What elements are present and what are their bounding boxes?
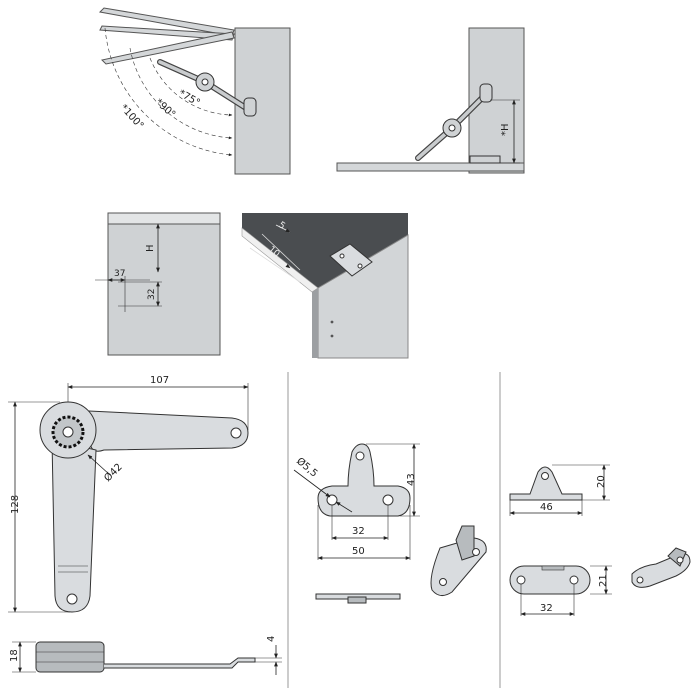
diameter-label: Ø42 bbox=[102, 461, 125, 484]
mounting-plate bbox=[243, 97, 257, 117]
diameter-leader bbox=[87, 454, 111, 476]
bracket-plate-height-label: 21 bbox=[598, 574, 609, 587]
bracket-isometric-icon bbox=[631, 547, 691, 588]
h-label: H bbox=[145, 244, 156, 252]
dim-label-small: 5 bbox=[276, 220, 286, 231]
plate-iso-hole-2 bbox=[472, 548, 480, 556]
mounting-position-view: H 37 32 bbox=[95, 212, 221, 356]
offset-label: 37 bbox=[114, 269, 125, 279]
plate-hole-left bbox=[326, 494, 338, 506]
bracket-width-label: 46 bbox=[540, 502, 553, 513]
cabinet-side-strip bbox=[312, 288, 318, 358]
plate-top-hole bbox=[355, 451, 365, 461]
arm-profile-hub bbox=[35, 641, 105, 673]
lid-closed bbox=[336, 162, 525, 172]
angle-label-100: *100° bbox=[118, 103, 146, 132]
cabinet-top-edge bbox=[107, 212, 221, 225]
lid-position-100 bbox=[98, 7, 235, 37]
closed-side-view: *H bbox=[336, 27, 525, 174]
cabinet-screw-1 bbox=[330, 320, 334, 324]
angle-label-90: *90° bbox=[153, 97, 177, 120]
arc-90 bbox=[129, 47, 233, 140]
plate-hole-right bbox=[382, 494, 394, 506]
spacing-label: 32 bbox=[147, 289, 157, 300]
plate-width-label: 50 bbox=[352, 546, 365, 557]
cabinet-face bbox=[107, 212, 221, 356]
cabinet-screw-2 bbox=[330, 334, 334, 338]
arc-100 bbox=[104, 27, 233, 157]
arm-height-label: 128 bbox=[10, 495, 21, 514]
hole-label: Ø5,5 bbox=[294, 455, 320, 479]
lid-position-75 bbox=[100, 31, 235, 65]
plate-iso-hole-1 bbox=[439, 578, 447, 586]
bracket-iso-hole-1 bbox=[636, 576, 644, 584]
hole-leader-2 bbox=[335, 501, 353, 513]
bracket-hole-b bbox=[357, 263, 363, 269]
plate-profile-boss bbox=[347, 596, 367, 604]
width-label: 107 bbox=[150, 375, 169, 386]
stay-hub-center bbox=[201, 78, 209, 86]
hole-spacing-label: 32 bbox=[352, 526, 365, 537]
perspective-view: 5 10 bbox=[241, 213, 409, 359]
bracket-body bbox=[509, 466, 583, 501]
stay-arm-drawing: 107 128 Ø42 18 4 bbox=[8, 375, 282, 675]
mounting-plate-drawing: Ø5,5 43 32 50 bbox=[293, 443, 487, 604]
cabinet-side-panel bbox=[234, 27, 291, 175]
plate-iso-tab bbox=[455, 525, 475, 561]
plate-height-label: 43 bbox=[406, 473, 417, 486]
bracket-height-label: 20 bbox=[596, 475, 607, 488]
arm-profile-flat bbox=[104, 657, 256, 669]
hub-center-hole bbox=[62, 426, 74, 438]
bracket-drawing: 20 46 21 32 bbox=[509, 464, 691, 616]
edge-ref-line-1 bbox=[261, 233, 301, 271]
bracket-top-hole bbox=[541, 472, 549, 480]
thickness-label: 18 bbox=[9, 649, 20, 662]
edge-ref-line-2 bbox=[249, 247, 301, 283]
bracket-hole-a bbox=[339, 253, 345, 259]
arm-end-hole-right bbox=[230, 427, 242, 439]
bracket-spacing-label: 32 bbox=[540, 603, 553, 614]
arm-vertical bbox=[51, 439, 97, 613]
arc-75 bbox=[149, 57, 233, 117]
bracket-iso-hole-2 bbox=[676, 556, 684, 564]
flat-label: 4 bbox=[266, 636, 277, 642]
dim-arrow-large bbox=[263, 247, 291, 269]
hole-leader bbox=[293, 469, 331, 498]
lid-underside bbox=[242, 213, 408, 288]
angle-label-75: *75° bbox=[177, 88, 202, 109]
height-label: *H bbox=[500, 123, 511, 136]
mounting-plate-closed bbox=[479, 83, 493, 103]
lid-bracket bbox=[469, 155, 501, 164]
lid-position-90 bbox=[99, 25, 235, 41]
bracket-plate-slot bbox=[541, 565, 565, 571]
plate-isometric-icon bbox=[430, 525, 487, 596]
bracket-plate-hole-left bbox=[516, 575, 526, 585]
opening-angle-view: *75° *90° *100° bbox=[98, 7, 291, 175]
arm-end-hole-bottom bbox=[66, 593, 78, 605]
bracket-plate-hole-right bbox=[569, 575, 579, 585]
stay-hub-closed-center bbox=[448, 124, 456, 132]
dim-arrow-small bbox=[275, 224, 291, 233]
